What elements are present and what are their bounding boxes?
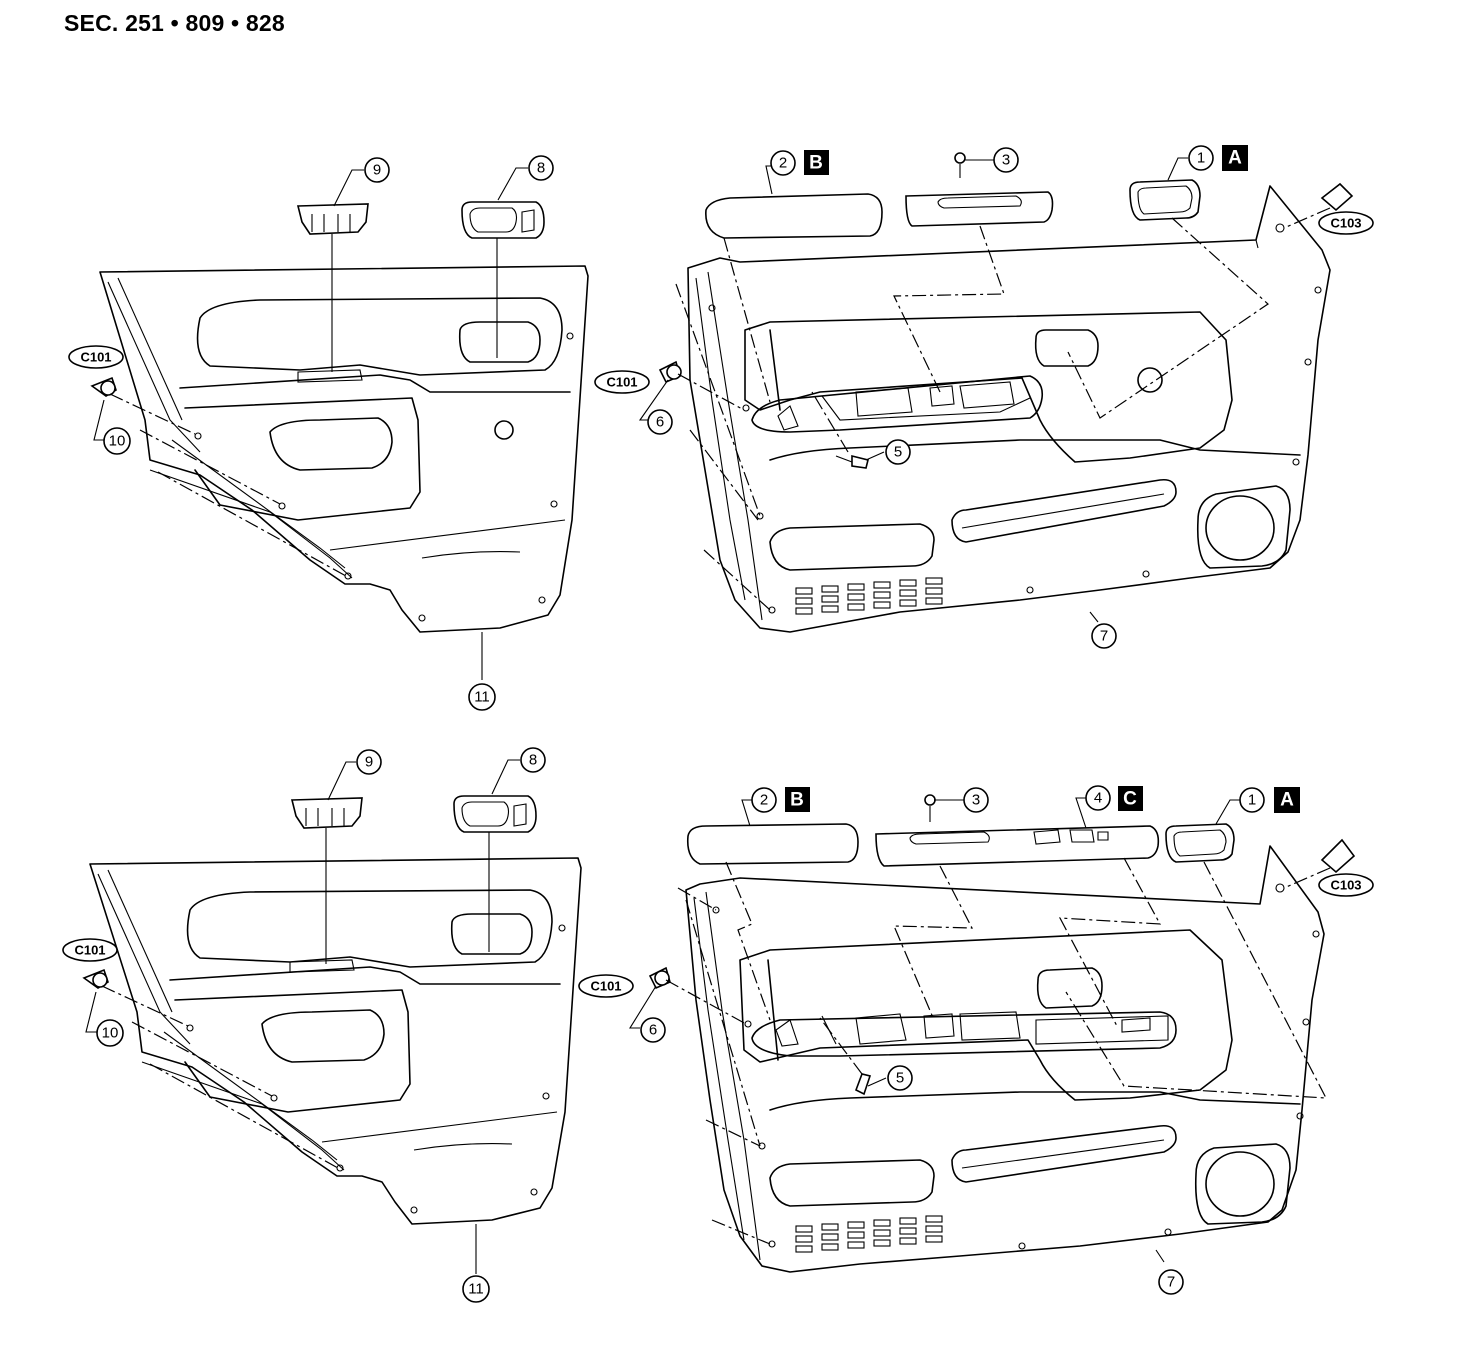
rear-door-trim-bottom: 9 8 10 11 C101 xyxy=(62,747,582,1303)
svg-text:2: 2 xyxy=(779,155,787,172)
svg-text:3: 3 xyxy=(1002,152,1010,169)
svg-text:4: 4 xyxy=(1094,790,1102,807)
callout-9: 9 xyxy=(356,749,382,775)
callout-7: 7 xyxy=(1158,1269,1184,1295)
section-title: SEC. 251 • 809 • 828 xyxy=(64,10,285,36)
callout-10: 10 xyxy=(96,1019,124,1047)
callout-8: 8 xyxy=(520,747,546,773)
callout-6: 6 xyxy=(647,409,673,435)
callout-5: 5 xyxy=(885,439,911,465)
rear-door-trim-top: 9 8 10 11 C101 xyxy=(68,155,589,711)
svg-text:C103: C103 xyxy=(1330,216,1361,231)
callout-7: 7 xyxy=(1091,623,1117,649)
svg-text:6: 6 xyxy=(656,414,664,431)
callout-2: 2 xyxy=(770,150,796,176)
connector-c101: C101 xyxy=(594,370,650,394)
svg-text:C: C xyxy=(1123,789,1137,810)
svg-text:7: 7 xyxy=(1167,1274,1175,1291)
svg-text:C101: C101 xyxy=(606,375,637,390)
connector-c103: C103 xyxy=(1318,211,1374,235)
connector-c101: C101 xyxy=(68,345,124,369)
svg-text:8: 8 xyxy=(529,752,537,769)
callout-11: 11 xyxy=(468,683,496,711)
callout-1: 1 xyxy=(1188,145,1214,171)
svg-text:1: 1 xyxy=(1248,792,1256,809)
svg-text:C101: C101 xyxy=(590,979,621,994)
callout-9: 9 xyxy=(364,157,390,183)
ref-box-b: B xyxy=(804,150,829,175)
connector-c101: C101 xyxy=(578,974,634,998)
front-door-trim-top: 2 B 3 1 A 5 6 7 C101 C103 xyxy=(594,145,1374,649)
svg-text:5: 5 xyxy=(896,1070,904,1087)
svg-text:10: 10 xyxy=(109,433,126,450)
svg-text:5: 5 xyxy=(894,444,902,461)
callout-6: 6 xyxy=(640,1017,666,1043)
callout-4: 4 xyxy=(1085,785,1111,811)
svg-text:C101: C101 xyxy=(74,943,105,958)
ref-box-c: C xyxy=(1118,786,1143,811)
callout-2: 2 xyxy=(751,787,777,813)
ref-box-a: A xyxy=(1274,787,1300,813)
svg-text:1: 1 xyxy=(1197,150,1205,167)
callout-11: 11 xyxy=(462,1275,490,1303)
connector-c101: C101 xyxy=(62,938,118,962)
svg-text:7: 7 xyxy=(1100,628,1108,645)
svg-text:3: 3 xyxy=(972,792,980,809)
svg-text:11: 11 xyxy=(468,1281,484,1298)
ref-box-b: B xyxy=(785,787,810,812)
svg-text:2: 2 xyxy=(760,792,768,809)
svg-text:8: 8 xyxy=(537,160,545,177)
svg-text:B: B xyxy=(790,790,804,811)
ref-box-a: A xyxy=(1222,145,1248,171)
svg-text:C101: C101 xyxy=(80,350,111,365)
svg-text:10: 10 xyxy=(102,1025,119,1042)
connector-c103: C103 xyxy=(1318,873,1374,897)
callout-1: 1 xyxy=(1239,787,1265,813)
svg-text:6: 6 xyxy=(649,1022,657,1039)
callout-8: 8 xyxy=(528,155,554,181)
svg-text:9: 9 xyxy=(365,754,373,771)
svg-text:9: 9 xyxy=(373,162,381,179)
callout-10: 10 xyxy=(103,427,131,455)
front-door-trim-bottom: 2 B 3 4 C 1 A 5 6 7 C101 C103 xyxy=(578,785,1374,1295)
svg-text:B: B xyxy=(809,153,823,174)
svg-text:A: A xyxy=(1280,790,1294,811)
callout-5: 5 xyxy=(887,1065,913,1091)
svg-text:A: A xyxy=(1228,148,1242,169)
svg-text:C103: C103 xyxy=(1330,878,1361,893)
svg-text:11: 11 xyxy=(474,689,490,706)
callout-3: 3 xyxy=(963,787,989,813)
callout-3: 3 xyxy=(993,147,1019,173)
